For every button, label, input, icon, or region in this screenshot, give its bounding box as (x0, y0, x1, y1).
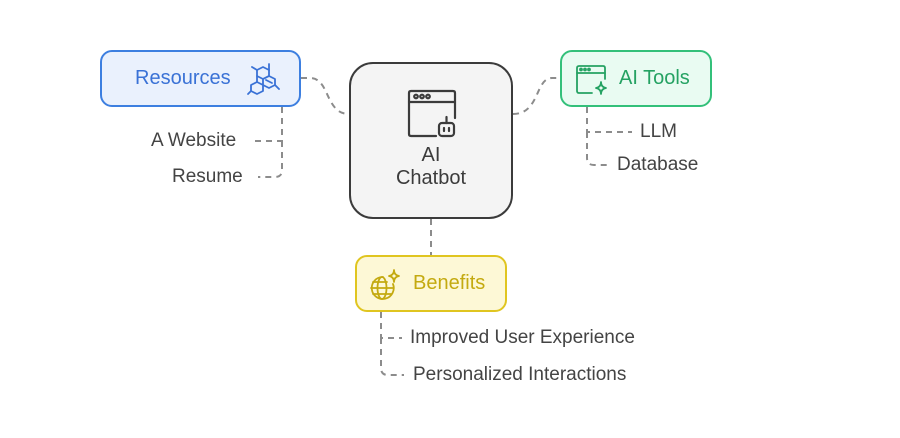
leaf-llm[interactable]: LLM (640, 121, 677, 142)
globe-sparkle-icon (370, 269, 400, 300)
ai-chatbot-node[interactable]: AI Chatbot (349, 62, 513, 219)
leaf-a-website[interactable]: A Website (151, 130, 237, 151)
connector-benefits-improved (380, 312, 402, 339)
leaf-database[interactable]: Database (617, 154, 699, 175)
ai-chatbot-label-line1: AI (421, 144, 441, 166)
benefits-label: Benefits (413, 272, 486, 294)
browser-robot-icon (407, 89, 457, 138)
molecule-icon (247, 63, 280, 95)
benefits-node[interactable]: Benefits (355, 255, 507, 312)
connector-center-tools (512, 77, 560, 115)
browser-sparkle-icon (576, 65, 607, 95)
ai-chatbot-label-line2: Chatbot (395, 167, 467, 189)
resources-node[interactable]: Resources (100, 50, 301, 107)
connector-resources-website (250, 107, 283, 142)
connector-benefits-personalized (380, 338, 404, 376)
ai-tools-label: AI Tools (619, 67, 690, 89)
leaf-resume[interactable]: Resume (172, 166, 243, 187)
ai-tools-node[interactable]: AI Tools (560, 50, 712, 107)
connector-resources-resume (258, 141, 283, 178)
connector-center-resources (301, 77, 350, 115)
ai-chatbot-label: AI Chatbot (351, 144, 511, 190)
connector-tools-llm (586, 107, 632, 133)
resources-label: Resources (135, 67, 231, 89)
leaf-improved-user-experience[interactable]: Improved User Experience (410, 327, 635, 348)
leaf-personalized-interactions[interactable]: Personalized Interactions (413, 364, 627, 385)
connector-tools-database (586, 132, 610, 166)
